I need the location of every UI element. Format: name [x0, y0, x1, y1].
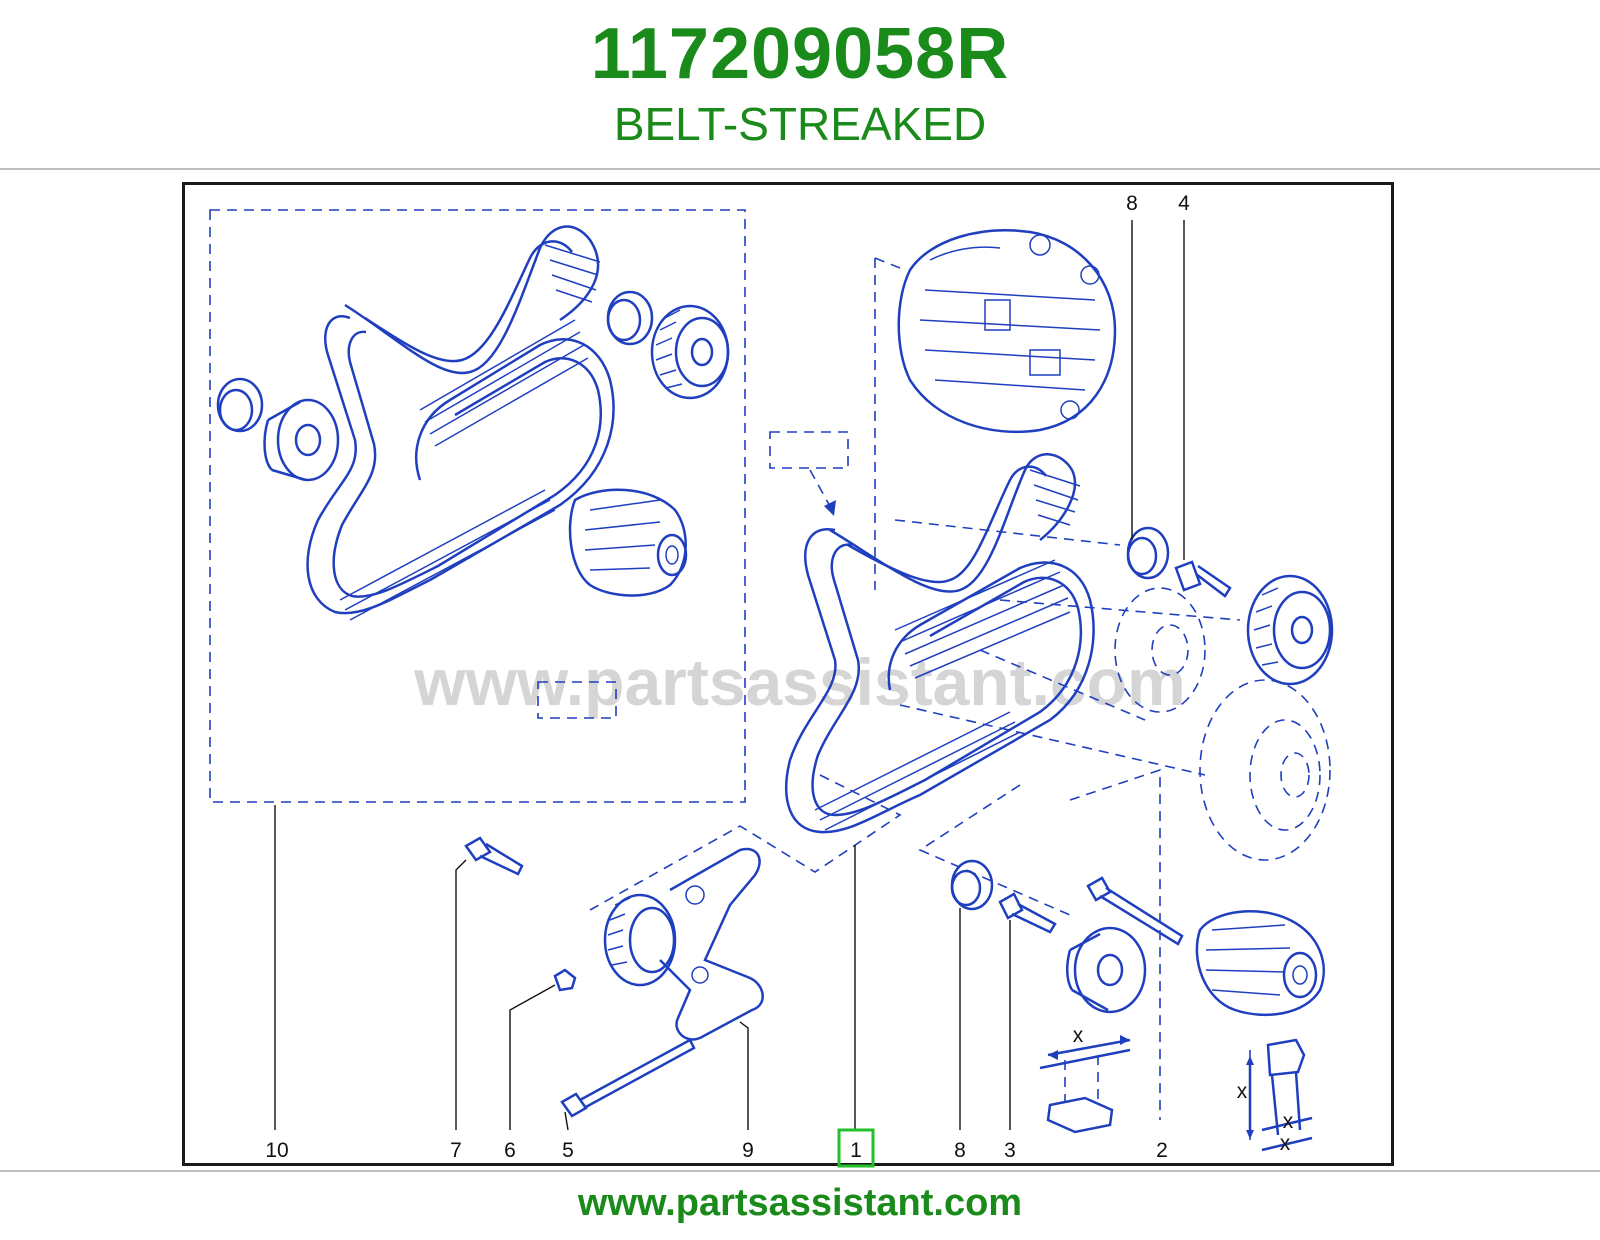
nut-torque-detail: x [1039, 1024, 1131, 1134]
kit-idler-roller [263, 398, 340, 482]
leader-dash [918, 784, 1071, 916]
callout-5[interactable]: 5 [562, 1139, 574, 1162]
detail-label-x2: x [1237, 1080, 1248, 1103]
bolt-3 [998, 892, 1057, 934]
crankshaft-pulley [1199, 679, 1331, 861]
leader-dash [999, 599, 1241, 621]
detail-label-x4: x [1280, 1132, 1291, 1155]
kit-boundary [209, 209, 746, 803]
main-belt [785, 453, 1095, 834]
cap-8-top [1126, 526, 1170, 580]
bolt-4 [1174, 560, 1232, 598]
leader-dash [589, 774, 902, 911]
footer-url[interactable]: www.partsassistant.com [577, 1182, 1023, 1224]
header-divider [0, 168, 1600, 170]
alternator [874, 229, 1117, 590]
footer-divider [0, 1170, 1600, 1172]
tensioner-9 [603, 847, 764, 1041]
part-name: BELT-STREAKED [613, 98, 987, 150]
cap-8-bottom [950, 859, 994, 911]
leader-5 [564, 1111, 569, 1131]
ghost-idler [1114, 587, 1206, 713]
belt-label-arrow [809, 469, 833, 511]
callout-4[interactable]: 4 [1178, 192, 1190, 215]
bolt-torque-detail: x x [1237, 1038, 1313, 1152]
arrow-head [824, 500, 836, 516]
header: 117209058R BELT-STREAKED [0, 0, 1600, 168]
leader-6 [509, 984, 556, 1130]
callout-2[interactable]: 2 [1156, 1139, 1168, 1162]
leader-dash [894, 519, 1121, 546]
leader-9 [739, 1021, 749, 1130]
callout-7[interactable]: 7 [450, 1139, 462, 1162]
small-idler-roller [1066, 926, 1147, 1014]
leader-dash [1069, 768, 1161, 1120]
callout-1[interactable]: 1 [850, 1139, 862, 1162]
kit-label-box [537, 681, 617, 719]
kit-belt [306, 225, 615, 621]
part-number: 117209058R [590, 14, 1010, 94]
callout-6[interactable]: 6 [504, 1139, 516, 1162]
diagram-frame [182, 182, 1394, 1166]
ac-compressor [1195, 910, 1325, 1016]
belt-label-box [769, 431, 849, 469]
kit-tensioner-roller [650, 304, 730, 400]
callout-3[interactable]: 3 [1004, 1139, 1016, 1162]
nut-6 [553, 968, 577, 992]
callout-8-bottom[interactable]: 8 [954, 1139, 966, 1162]
callout-8-top[interactable]: 8 [1126, 192, 1138, 215]
bolt-2 [1086, 876, 1184, 946]
idler-roller-right [1246, 574, 1334, 686]
kit-cap-top [606, 290, 654, 346]
bolt-7 [464, 836, 524, 876]
leader-dash [979, 649, 1146, 721]
callout-9[interactable]: 9 [742, 1139, 754, 1162]
kit-cap-left [216, 377, 264, 433]
bolt-5 [560, 1038, 696, 1118]
callout-10[interactable]: 10 [265, 1139, 288, 1162]
kit-water-pump [568, 488, 688, 597]
detail-label-x3: x [1283, 1110, 1294, 1133]
leader-dash [899, 704, 1206, 776]
diagram-watermark: www.partsassistant.com [413, 645, 1185, 719]
detail-label-x1: x [1073, 1024, 1084, 1047]
leader-7 [455, 859, 467, 1130]
callout-1-highlight [837, 1128, 875, 1168]
